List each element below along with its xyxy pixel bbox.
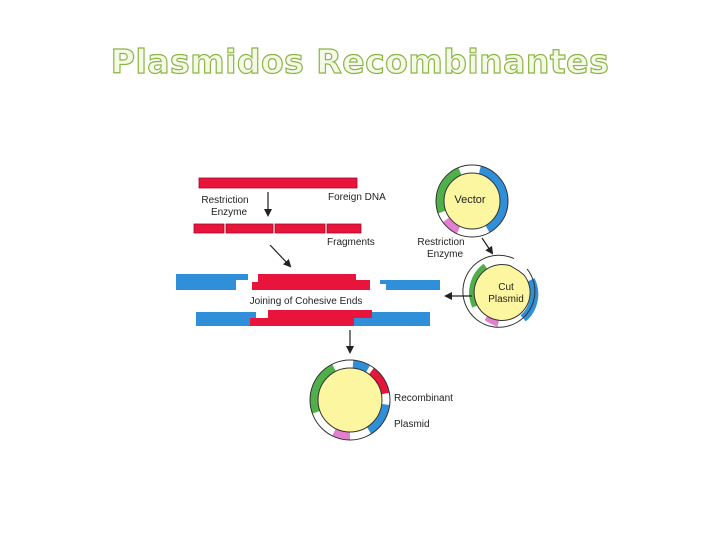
arrow-to-cut-plasmid <box>481 237 494 255</box>
restriction-enzyme-label-2a: Restriction <box>417 237 464 248</box>
cut-plasmid-label-2: Plasmid <box>488 294 524 305</box>
vector-label: Vector <box>454 194 486 206</box>
restriction-enzyme-label-1a: Restriction <box>201 195 248 206</box>
fragment <box>225 223 274 234</box>
recombinant-plasmid <box>309 359 391 441</box>
recombinant-interior <box>317 367 383 433</box>
joining-label: Joining of Cohesive Ends <box>250 296 363 307</box>
vector-joined-right <box>354 312 430 326</box>
vector-plasmid: Vector <box>435 164 509 238</box>
cut-plasmid-label-1: Cut <box>498 282 514 293</box>
fragments-label: Fragments <box>327 237 375 248</box>
vector-outline-outer <box>435 164 509 238</box>
vector-joined-left <box>196 312 256 326</box>
joining-strand-top <box>176 274 440 290</box>
cut-plasmid-green-segment <box>469 263 489 308</box>
cut-plasmid-pink-segment <box>484 313 500 327</box>
vector-interior <box>443 172 501 230</box>
foreign-dna-label: Foreign DNA <box>328 192 386 203</box>
cut-plasmid-interior <box>473 263 531 321</box>
slide-title: Plasmidos Recombinantes <box>110 41 610 81</box>
cut-plasmid: Cut Plasmid <box>462 254 539 329</box>
cut-plasmid-outline-outer <box>462 254 536 328</box>
dna-fragments <box>193 223 362 234</box>
arrow-to-joining <box>269 244 292 268</box>
recombinant-blue-segment-lower <box>366 403 390 434</box>
plasmid-label: Plasmid <box>394 419 430 430</box>
vector-green-segment <box>436 167 462 214</box>
recombinant-blue-segment <box>352 360 370 373</box>
fragment <box>326 223 362 234</box>
foreign-joined-insert <box>250 310 372 326</box>
vector-pink-segment <box>442 217 461 234</box>
fragment <box>274 223 326 234</box>
joined-strand-bottom <box>196 310 430 326</box>
fragment <box>193 223 225 234</box>
restriction-enzyme-label-2b: Enzyme <box>427 249 464 260</box>
vector-blue-segment <box>478 166 508 233</box>
foreign-insert <box>252 274 370 290</box>
vector-end-right <box>380 280 440 290</box>
recombinant-green-segment <box>310 364 336 414</box>
recombinant-red-insert <box>368 367 390 395</box>
foreign-dna-strand <box>198 177 358 189</box>
recombinant-outline-outer <box>309 359 391 441</box>
restriction-enzyme-label-1b: Enzyme <box>211 207 248 218</box>
recombinant-pink-segment <box>332 428 351 440</box>
vector-end-left <box>176 274 248 290</box>
recombinant-label: Recombinant <box>394 393 453 404</box>
